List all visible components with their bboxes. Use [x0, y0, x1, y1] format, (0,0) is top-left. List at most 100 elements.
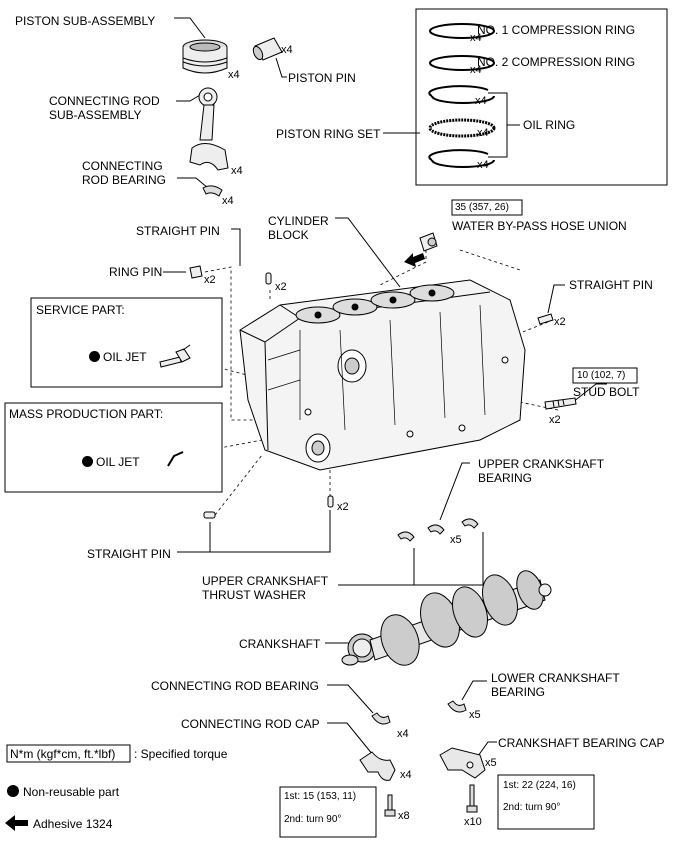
bearing-cap-bolt-qty: x10 [464, 816, 482, 828]
non-reusable-dot-icon [7, 785, 19, 797]
crankshaft-bearing-cap-label: CRANKSHAFT BEARING CAP [498, 736, 665, 750]
oil-jet-mass-label: OIL JET [82, 455, 140, 469]
piston-ring-set-box [415, 8, 668, 186]
rod-cap-torque-box [279, 786, 377, 838]
adhesive-arrow-icon [5, 815, 28, 831]
service-part-label: SERVICE PART: [36, 303, 125, 317]
upper-bearing-label-line2: BEARING [478, 471, 533, 485]
straight-pin-bottom-icon [327, 495, 334, 508]
piston-sub-assembly-label: PISTON SUB-ASSEMBLY [15, 14, 156, 28]
connecting-rod-icon [189, 87, 229, 171]
cylinder-block-label-line2: BLOCK [268, 228, 309, 242]
oil-ring-label: OIL RING [523, 118, 576, 132]
connecting-rod-cap-icon [359, 751, 396, 781]
connecting-rod-cap-label: CONNECTING ROD CAP [181, 717, 320, 731]
cylinder-block-icon [239, 279, 526, 471]
straight-pin-bottom-qty: x2 [337, 501, 349, 513]
oil-jet-service-text: OIL JET [103, 350, 147, 364]
straight-pin-right-label: STRAIGHT PIN [569, 278, 653, 292]
stud-bolt-label: STUD BOLT [573, 385, 640, 399]
connecting-rod-label-line2: SUB-ASSEMBLY [49, 108, 142, 122]
lower-crankshaft-bearing-icon [447, 700, 467, 713]
connecting-rod-label-line1: CONNECTING ROD [49, 94, 160, 108]
legend-adhesive-text: Adhesive 1324 [33, 817, 113, 831]
no1-ring-qty: x4 [470, 32, 482, 44]
piston-pin-qty: x4 [281, 44, 293, 56]
rod-bearing-bottom-icon [371, 712, 391, 725]
ring-pin-label: RING PIN [109, 265, 163, 279]
piston-pin-label: PISTON PIN [288, 71, 356, 85]
no2-compression-ring-label: NO. 2 COMPRESSION RING [477, 55, 636, 69]
straight-pin-top-icon [265, 272, 272, 285]
no1-compression-ring-label: NO. 1 COMPRESSION RING [477, 23, 636, 37]
ring-pin-qty: x2 [204, 274, 216, 286]
piston-icon [182, 39, 228, 74]
rod-cap-qty: x4 [400, 769, 412, 781]
oil-jet-service-label: OIL JET [89, 350, 147, 364]
non-reusable-dot-icon [89, 351, 100, 362]
ring-icons [428, 23, 496, 168]
rod-bearing-top-label-line1: CONNECTING [82, 159, 163, 173]
lower-bearing-label-line1: LOWER CRANKSHAFT [491, 671, 620, 685]
straight-pin-right-icon [537, 313, 554, 325]
legend-torque-box-text: N*m (kgf*cm, ft.*lbf) [10, 747, 116, 761]
adhesive-arrow-icon [404, 253, 425, 267]
bearing-cap-torque-first: 1st: 22 (224, 16) [503, 780, 576, 791]
rod-bearing-bottom-label: CONNECTING ROD BEARING [151, 679, 320, 693]
straight-pin-top-qty: x2 [275, 281, 287, 293]
water-union-torque-box [451, 199, 523, 216]
water-union-torque: 35 (357, 26) [455, 202, 509, 213]
stud-bolt-qty: x2 [549, 414, 561, 426]
water-bypass-union-icon [419, 232, 438, 252]
rod-bearing-top-label-line2: ROD BEARING [82, 173, 167, 187]
upper-bearing-label-line1: UPPER CRANKSHAFT [478, 457, 605, 471]
rod-cap-torque-second: 2nd: turn 90° [284, 814, 342, 825]
rod-bearing-top-icon [202, 185, 223, 197]
non-reusable-dot-icon [82, 456, 93, 467]
service-part-box [30, 297, 223, 388]
mass-production-part-label: MASS PRODUCTION PART: [9, 407, 164, 421]
bearing-cap-torque-box [497, 774, 595, 830]
rod-cap-bolt-icon [384, 794, 396, 817]
crankshaft-bearing-cap-icon [439, 747, 486, 779]
straight-pin-right-qty: x2 [554, 316, 566, 328]
straight-pin-bottom-left-icon [203, 511, 216, 519]
stud-bolt-icon [544, 397, 577, 410]
oil-jet-service-icon [159, 344, 191, 368]
straight-pin-top-label: STRAIGHT PIN [136, 224, 220, 238]
legend-non-reusable-text: Non-reusable part [23, 785, 120, 799]
cylinder-block-label-line1: CYLINDER [268, 214, 329, 228]
connecting-rod-qty: x4 [231, 165, 243, 177]
ring-pin-icon [189, 265, 203, 279]
legend-torque-box [6, 744, 131, 763]
bearing-cap-torque-second: 2nd: turn 90° [503, 802, 561, 813]
water-bypass-hose-union-label: WATER BY-PASS HOSE UNION [452, 219, 627, 233]
stud-bolt-torque-box [572, 367, 638, 384]
bearing-cap-bolt-icon [466, 784, 478, 813]
rod-cap-bolt-qty: x8 [398, 810, 410, 822]
oil-ring-a-qty: x4 [475, 95, 487, 107]
oil-ring-c-qty: x4 [477, 159, 489, 171]
rod-cap-torque-first: 1st: 15 (153, 11) [284, 791, 357, 802]
piston-ring-set-label: PISTON RING SET [276, 127, 381, 141]
upper-crankshaft-bearings-icon [397, 518, 479, 542]
rod-bearing-bottom-qty: x4 [397, 728, 409, 740]
oil-ring-b-qty: x4 [477, 127, 489, 139]
bearing-cap-qty: x5 [485, 757, 497, 769]
rod-bearing-top-qty: x4 [222, 195, 234, 207]
thrust-washer-label-line1: UPPER CRANKSHAFT [202, 574, 329, 588]
piston-pin-icon [252, 37, 283, 61]
crankshaft-label: CRANKSHAFT [239, 637, 321, 651]
piston-qty: x4 [228, 69, 240, 81]
upper-bearing-qty: x5 [450, 534, 462, 546]
crankshaft-icon [341, 570, 552, 666]
lower-bearing-qty: x5 [469, 709, 481, 721]
legend-torque-text: : Specified torque [134, 747, 228, 761]
mass-production-part-box [4, 402, 223, 493]
oil-jet-mass-icon [167, 451, 184, 467]
straight-pin-bottom-label: STRAIGHT PIN [87, 547, 171, 561]
no2-ring-qty: x4 [470, 64, 482, 76]
lower-bearing-label-line2: BEARING [491, 685, 546, 699]
stud-bolt-torque: 10 (102, 7) [577, 370, 626, 381]
